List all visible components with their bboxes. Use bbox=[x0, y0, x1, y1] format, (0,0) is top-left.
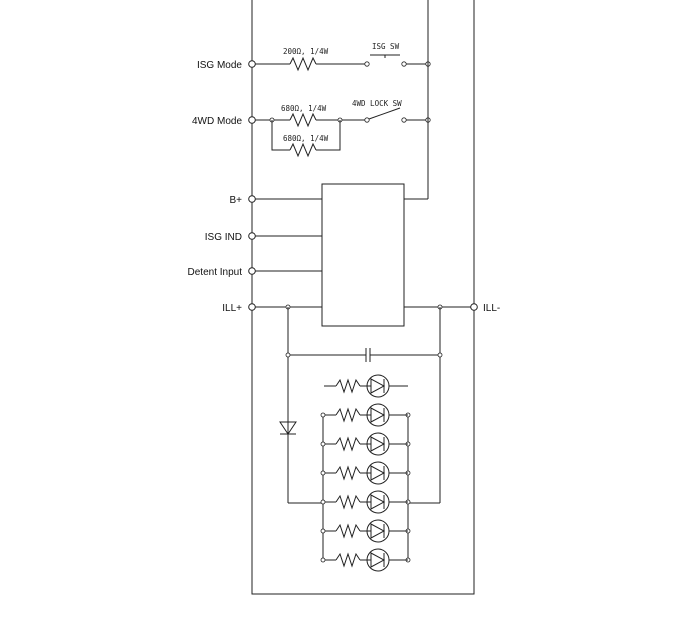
pin-label-4wd-mode: 4WD Mode bbox=[192, 116, 242, 127]
wd4-mode-branch: 680Ω, 1/4W 680Ω, 1/4W 4WD LOCK SW bbox=[252, 99, 431, 158]
led-array bbox=[320, 374, 411, 572]
led bbox=[366, 519, 390, 543]
terminal-ill-minus bbox=[470, 303, 478, 311]
led bbox=[366, 374, 390, 398]
led-resistor bbox=[335, 523, 361, 539]
switch-4wd-lock-sw bbox=[368, 107, 401, 120]
label-r3: 680Ω, 1/4W bbox=[283, 134, 329, 143]
terminal-ill-plus bbox=[248, 303, 256, 311]
label-r1: 200Ω, 1/4W bbox=[283, 47, 329, 56]
led-row bbox=[320, 519, 411, 543]
led-row bbox=[320, 490, 411, 514]
pin-label-b-plus: B+ bbox=[229, 195, 242, 206]
ic-block bbox=[321, 183, 405, 327]
led-resistor bbox=[335, 552, 361, 568]
led-row bbox=[320, 548, 411, 572]
led bbox=[366, 461, 390, 485]
terminal-isg-mode bbox=[248, 60, 256, 68]
led-resistor bbox=[335, 378, 361, 394]
isg-mode-branch: 200Ω, 1/4W ISG SW bbox=[252, 42, 431, 72]
label-r2: 680Ω, 1/4W bbox=[281, 104, 327, 113]
module-outline bbox=[251, 0, 475, 595]
capacitor bbox=[285, 348, 443, 362]
pin-label-ill-minus: ILL- bbox=[483, 303, 500, 314]
led-resistor bbox=[335, 494, 361, 510]
led-row bbox=[320, 461, 411, 485]
terminal-b-plus bbox=[248, 195, 256, 203]
pin-label-isg-ind: ISG IND bbox=[205, 232, 242, 243]
label-4wd-lock-sw: 4WD LOCK SW bbox=[352, 99, 402, 108]
led bbox=[366, 403, 390, 427]
led bbox=[366, 548, 390, 572]
led bbox=[366, 432, 390, 456]
pin-label-detent-input: Detent Input bbox=[188, 267, 243, 278]
resistor-r2 bbox=[289, 112, 317, 128]
terminal-detent-input bbox=[248, 267, 256, 275]
led-row bbox=[324, 374, 408, 398]
led-resistor bbox=[335, 407, 361, 423]
led bbox=[366, 490, 390, 514]
terminal-4wd-mode bbox=[248, 116, 256, 124]
resistor-r3 bbox=[289, 142, 317, 158]
led-row bbox=[320, 432, 411, 456]
resistor-r1 bbox=[289, 56, 317, 72]
terminal-isg-ind bbox=[248, 232, 256, 240]
led-resistor bbox=[335, 465, 361, 481]
led-row bbox=[320, 403, 411, 427]
diode bbox=[279, 421, 297, 435]
pin-label-isg-mode: ISG Mode bbox=[197, 60, 242, 71]
led-resistor bbox=[335, 436, 361, 452]
pin-label-ill-plus: ILL+ bbox=[222, 303, 242, 314]
label-isg-sw: ISG SW bbox=[372, 42, 400, 51]
